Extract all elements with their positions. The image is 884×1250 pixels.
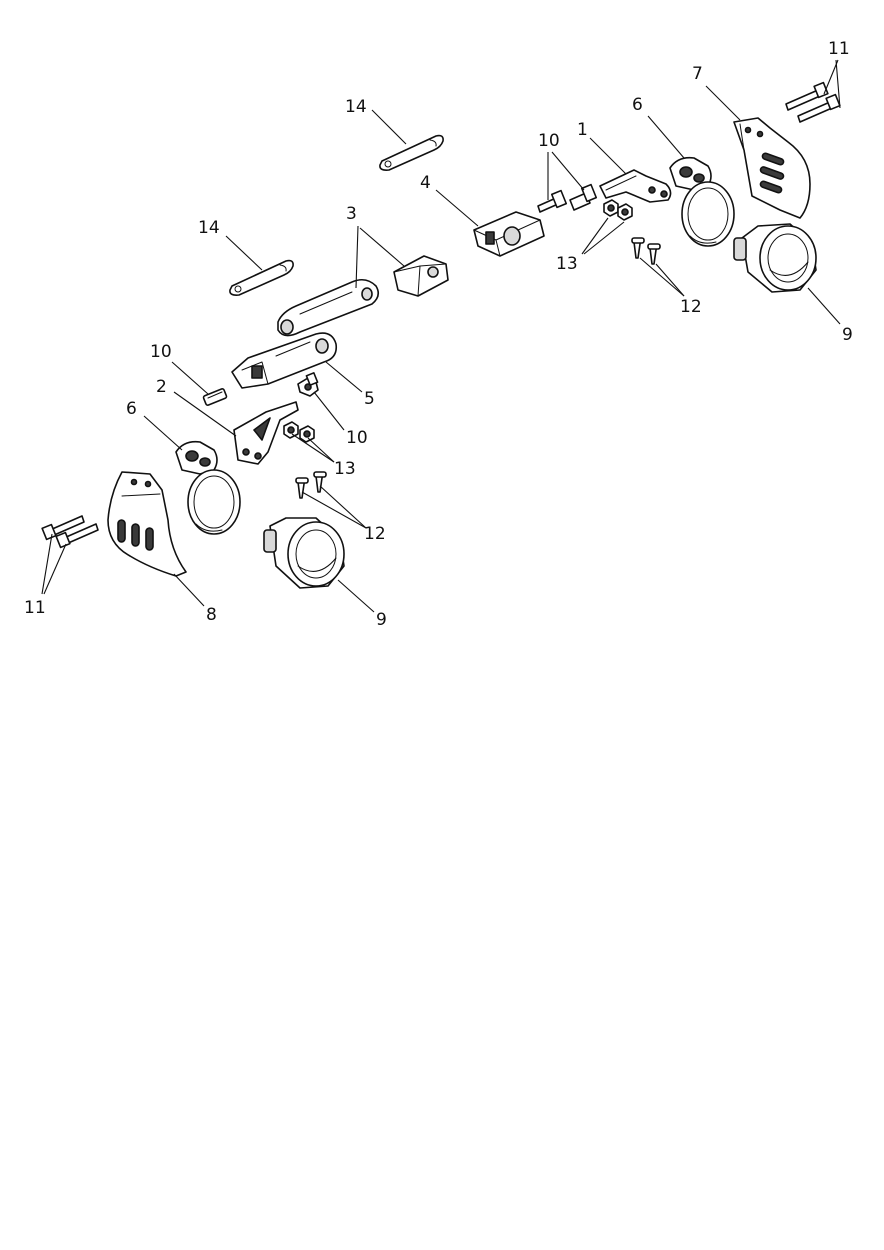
part-6-upper-ring xyxy=(669,156,735,247)
callout-7: 7 xyxy=(692,64,703,84)
callout-10-left: 10 xyxy=(150,342,172,362)
part-9-upper-lamp xyxy=(733,223,817,293)
callout-6-upper: 6 xyxy=(632,95,643,115)
part-9-lower-lamp xyxy=(263,517,345,589)
callout-8: 8 xyxy=(206,605,217,625)
callout-9-lower: 9 xyxy=(376,610,387,630)
part-11-lower-bolts xyxy=(41,515,99,549)
callout-3: 3 xyxy=(346,204,357,224)
part-13-upper-nuts xyxy=(603,199,633,221)
part-6-lower-ring xyxy=(175,440,241,535)
callout-9-upper: 9 xyxy=(842,325,853,345)
part-13-lower-nuts xyxy=(283,421,315,443)
callout-11-lower: 11 xyxy=(24,598,46,618)
callout-12-upper: 12 xyxy=(680,297,702,317)
callout-13-lower: 13 xyxy=(334,459,356,479)
leader-lines xyxy=(41,59,841,613)
callout-labels: 14 14 3 4 10 1 6 7 11 13 12 9 10 5 2 10 … xyxy=(24,39,853,630)
callout-14-upper: 14 xyxy=(345,97,367,117)
part-14-upper-strip xyxy=(379,134,444,171)
callout-12-lower: 12 xyxy=(364,524,386,544)
callout-5: 5 xyxy=(364,389,375,409)
callout-10-right: 10 xyxy=(346,428,368,448)
part-11-upper-bolts xyxy=(785,81,841,123)
part-8-shroud xyxy=(107,471,187,577)
part-1-bracket xyxy=(599,169,672,203)
part-4-clamp xyxy=(473,211,545,257)
part-10-upper-bolts xyxy=(537,183,598,213)
part-5-bracket xyxy=(231,332,338,389)
callout-14-lower: 14 xyxy=(198,218,220,238)
callout-10-upper: 10 xyxy=(538,131,560,151)
part-12-lower-screws xyxy=(295,471,327,499)
callout-2: 2 xyxy=(156,377,167,397)
part-3-bracket xyxy=(277,278,380,337)
part-3-clamp xyxy=(393,255,449,297)
part-14-lower-strip xyxy=(229,259,294,296)
part-12-upper-screws xyxy=(631,237,661,265)
part-10-middle-bolts xyxy=(202,372,319,406)
callout-6-lower: 6 xyxy=(126,399,137,419)
part-2-bracket xyxy=(233,401,299,465)
callout-1: 1 xyxy=(577,120,588,140)
part-7-shroud xyxy=(733,117,811,219)
callout-4: 4 xyxy=(420,173,431,193)
callout-11-upper: 11 xyxy=(828,39,850,59)
callout-13-upper: 13 xyxy=(556,254,578,274)
